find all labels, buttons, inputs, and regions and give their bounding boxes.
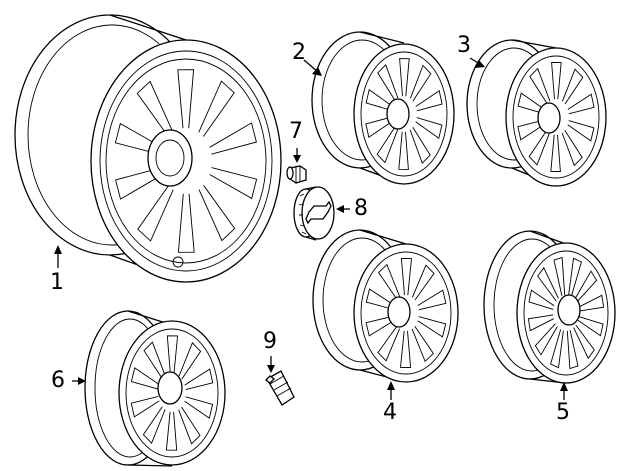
spoke (417, 316, 447, 338)
spoke (178, 406, 201, 445)
wheel-5-icon (483, 230, 616, 384)
spoke (517, 119, 545, 141)
callout-7: 7 (289, 119, 303, 144)
spoke (165, 411, 178, 451)
spoke (529, 67, 551, 104)
spoke (567, 93, 595, 115)
spoke (143, 341, 166, 380)
callout-2: 2 (292, 40, 306, 65)
spoke (114, 122, 163, 155)
spoke (399, 58, 410, 97)
spoke (553, 256, 566, 296)
spoke (415, 90, 443, 112)
callout-9: 9 (263, 329, 277, 354)
spoke (136, 80, 174, 137)
spoke (377, 325, 401, 362)
callout-8: 8 (354, 196, 368, 221)
spoke (400, 330, 412, 368)
wheel-4-icon (312, 229, 459, 383)
spoke (378, 263, 401, 300)
spoke (528, 129, 551, 166)
spoke (568, 257, 582, 297)
spoke (561, 130, 583, 167)
spoke (184, 396, 214, 419)
spoke (177, 193, 195, 253)
spoke (365, 116, 393, 138)
spoke (409, 64, 432, 102)
wheel-1-icon (14, 14, 282, 283)
spoke (527, 314, 554, 332)
spoke (578, 294, 605, 312)
leader-lines (54, 57, 568, 400)
spoke (177, 69, 195, 129)
callout-4: 4 (383, 400, 397, 425)
callout-1: 1 (50, 270, 64, 295)
spoke (550, 134, 561, 172)
valve-stem-icon (265, 370, 295, 406)
spoke (115, 167, 163, 200)
spoke (184, 368, 214, 391)
spoke (365, 315, 395, 337)
spoke (537, 266, 559, 302)
spoke (411, 326, 434, 363)
spoke (573, 324, 595, 360)
callout-6: 6 (51, 368, 65, 393)
spoke (198, 80, 235, 137)
spoke (550, 329, 564, 369)
spoke (517, 92, 545, 114)
spoke (398, 131, 409, 170)
spoke (209, 167, 258, 200)
spoke (417, 289, 447, 311)
spoke (567, 120, 595, 142)
spoke (130, 367, 160, 390)
spoke (566, 330, 579, 370)
spoke (411, 264, 435, 301)
spoke (142, 406, 166, 445)
spoke (400, 258, 412, 296)
spoke (365, 288, 395, 310)
spoke (377, 63, 399, 101)
spoke (130, 395, 160, 418)
spoke (209, 122, 257, 155)
spoke (415, 117, 443, 140)
spoke (178, 341, 202, 380)
wheel-3-icon (466, 39, 607, 187)
spoke (409, 127, 431, 165)
wheel-2-icon (311, 31, 455, 185)
lug-nut-icon (286, 165, 307, 184)
callout-3: 3 (457, 33, 471, 58)
spoke (574, 270, 598, 303)
spoke (577, 316, 604, 337)
callout-5: 5 (556, 400, 570, 425)
spoke (166, 335, 179, 375)
spoke (365, 88, 393, 111)
spoke (137, 185, 174, 242)
spoke (198, 185, 236, 242)
spoke (376, 126, 399, 164)
wheel-6-icon (84, 310, 226, 467)
spoke (534, 323, 558, 356)
spoke (561, 68, 584, 105)
spoke (528, 289, 555, 310)
spoke (551, 62, 562, 100)
center-cap-icon (293, 186, 335, 241)
